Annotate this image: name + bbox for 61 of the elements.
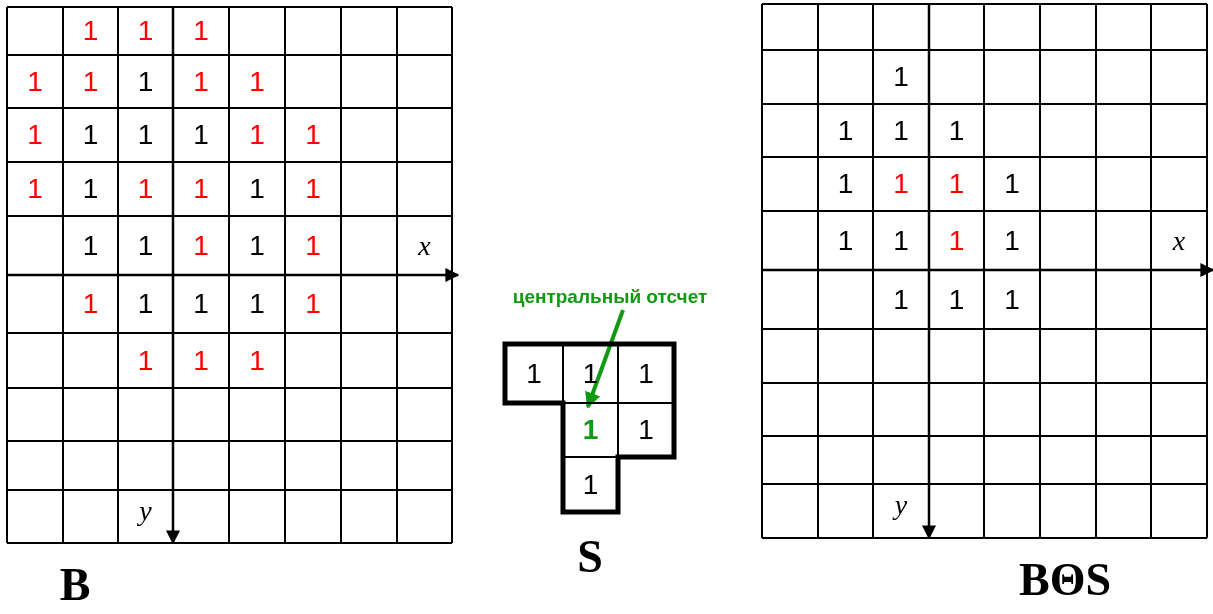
panel-title: BΘS: [1019, 557, 1111, 603]
cell-value: 1: [837, 226, 854, 255]
cell-value: 1: [27, 175, 43, 203]
cell-value: 1: [193, 290, 209, 318]
cell-value: 1: [305, 231, 321, 260]
cell-value: 1: [193, 175, 209, 203]
cell-value: 1: [948, 226, 965, 255]
panel-title: S: [577, 534, 603, 580]
cell-value: 1: [137, 17, 154, 45]
cell-value: 1: [837, 170, 854, 198]
cell-value: 1: [249, 290, 265, 318]
cell-value: 1: [249, 67, 265, 96]
cell-value: 1: [1004, 226, 1020, 255]
cell-value: 1: [305, 290, 321, 318]
cell-value: 1: [193, 17, 209, 45]
cell-value: 1: [1004, 170, 1020, 198]
element-cell: 1: [563, 344, 618, 403]
center-cell: 1: [563, 403, 618, 457]
cell-value: 1: [948, 285, 965, 314]
axis-label: x: [418, 231, 431, 260]
cell-value: 1: [893, 116, 909, 145]
cell-value: 1: [82, 231, 99, 260]
cell-value: 1: [893, 63, 909, 91]
cell-value: 1: [305, 121, 321, 149]
cell-value: 1: [893, 170, 909, 198]
cell-value: 1: [305, 175, 321, 203]
annotation-text: центральный отсчет: [480, 284, 740, 310]
cell-value: 1: [137, 175, 154, 203]
cell-value: 1: [82, 121, 99, 149]
cell-value: 1: [27, 121, 43, 149]
cell-value: 1: [837, 116, 854, 145]
cell-value: 1: [249, 231, 265, 260]
cell-value: 1: [948, 170, 965, 198]
cell-value: 1: [948, 116, 965, 145]
cell-value: 1: [1004, 285, 1020, 314]
axis-label: y: [139, 496, 152, 525]
cell-value: 1: [82, 175, 99, 203]
cell-value: 1: [193, 231, 209, 260]
cell-value: 1: [193, 121, 209, 149]
cell-value: 1: [137, 67, 154, 96]
cell-value: 1: [82, 290, 99, 318]
cell-value: 1: [193, 346, 209, 375]
cell-value: 1: [893, 226, 909, 255]
cell-value: 1: [193, 67, 209, 96]
cell-value: 1: [137, 231, 154, 260]
element-cell: 1: [618, 344, 674, 403]
cell-value: 1: [249, 175, 265, 203]
cell-value: 1: [137, 121, 154, 149]
cell-value: 1: [27, 67, 43, 96]
axis-label: x: [1172, 226, 1186, 255]
cell-value: 1: [137, 346, 154, 375]
leader-arrow: [585, 309, 625, 409]
cell-value: 1: [249, 346, 265, 375]
axis-label: y: [894, 491, 908, 519]
cell-value: 1: [249, 121, 265, 149]
cell-value: 1: [893, 285, 909, 314]
cell-value: 1: [137, 290, 154, 318]
cell-value: 1: [82, 67, 99, 96]
element-cell: 1: [618, 403, 674, 457]
cell-value: 1: [82, 17, 99, 45]
panel-title: B: [59, 562, 91, 608]
